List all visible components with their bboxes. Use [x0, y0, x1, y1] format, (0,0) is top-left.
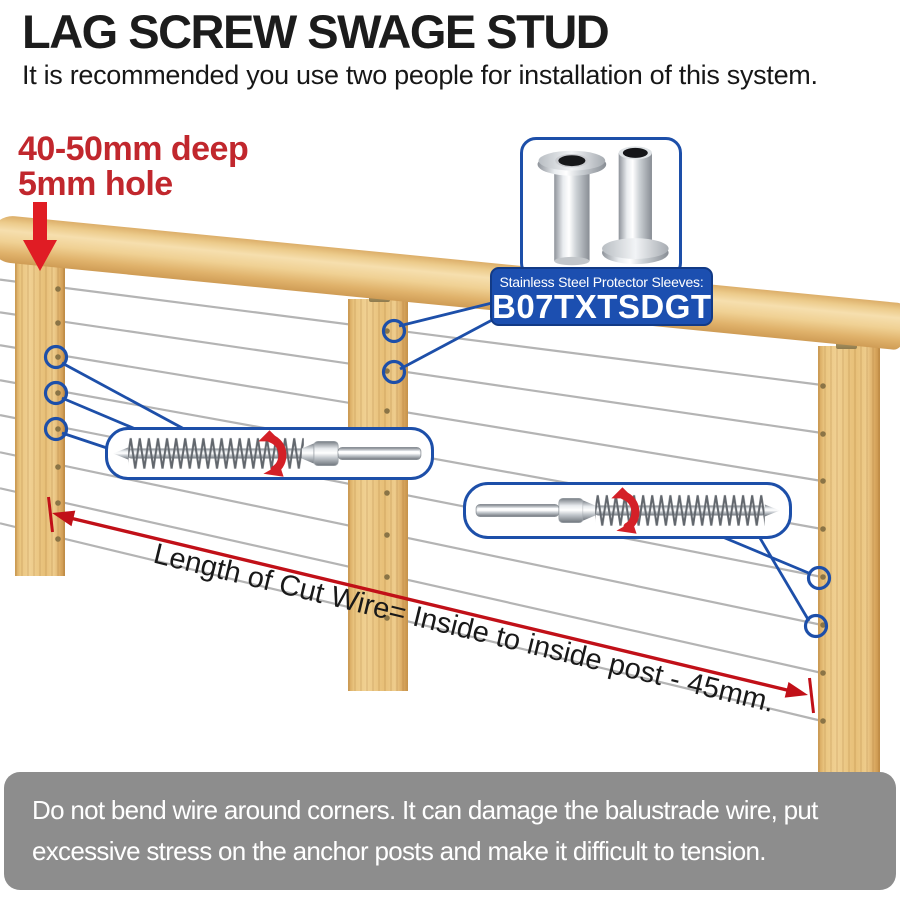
lag-screw-icon — [475, 487, 780, 534]
page-title: LAG SCREW SWAGE STUD — [22, 5, 610, 58]
drill-depth-line1: 40-50mm deep — [18, 130, 249, 168]
protector-sleeves-icon — [537, 146, 669, 266]
cut-length-note: Length of Cut Wire= Inside to inside pos… — [150, 538, 778, 720]
warning-line1: Do not bend wire around corners. It can … — [32, 795, 818, 825]
anchor-post-left — [15, 256, 65, 576]
sleeve-product-code: B07TXTSDGT — [492, 288, 712, 325]
sleeve-product-label: Stainless Steel Protector Sleeves: B07TX… — [490, 267, 713, 326]
drill-depth-note: 40-50mm deep 5mm hole — [18, 130, 249, 203]
wood-handrail — [0, 214, 900, 351]
warning-panel: Do not bend wire around corners. It can … — [4, 772, 896, 890]
lag-screw-icon — [113, 430, 422, 477]
intermediate-post — [348, 299, 408, 691]
sleeve-callout-box — [520, 137, 682, 279]
lag-screw-callout-right — [463, 482, 792, 539]
subtitle: It is recommended you use two people for… — [22, 60, 818, 90]
anchor-post-right — [818, 346, 880, 790]
lag-screw-callout-left — [105, 427, 434, 480]
drill-depth-line2: 5mm hole — [18, 165, 173, 203]
warning-line2: excessive stress on the anchor posts and… — [32, 836, 767, 866]
